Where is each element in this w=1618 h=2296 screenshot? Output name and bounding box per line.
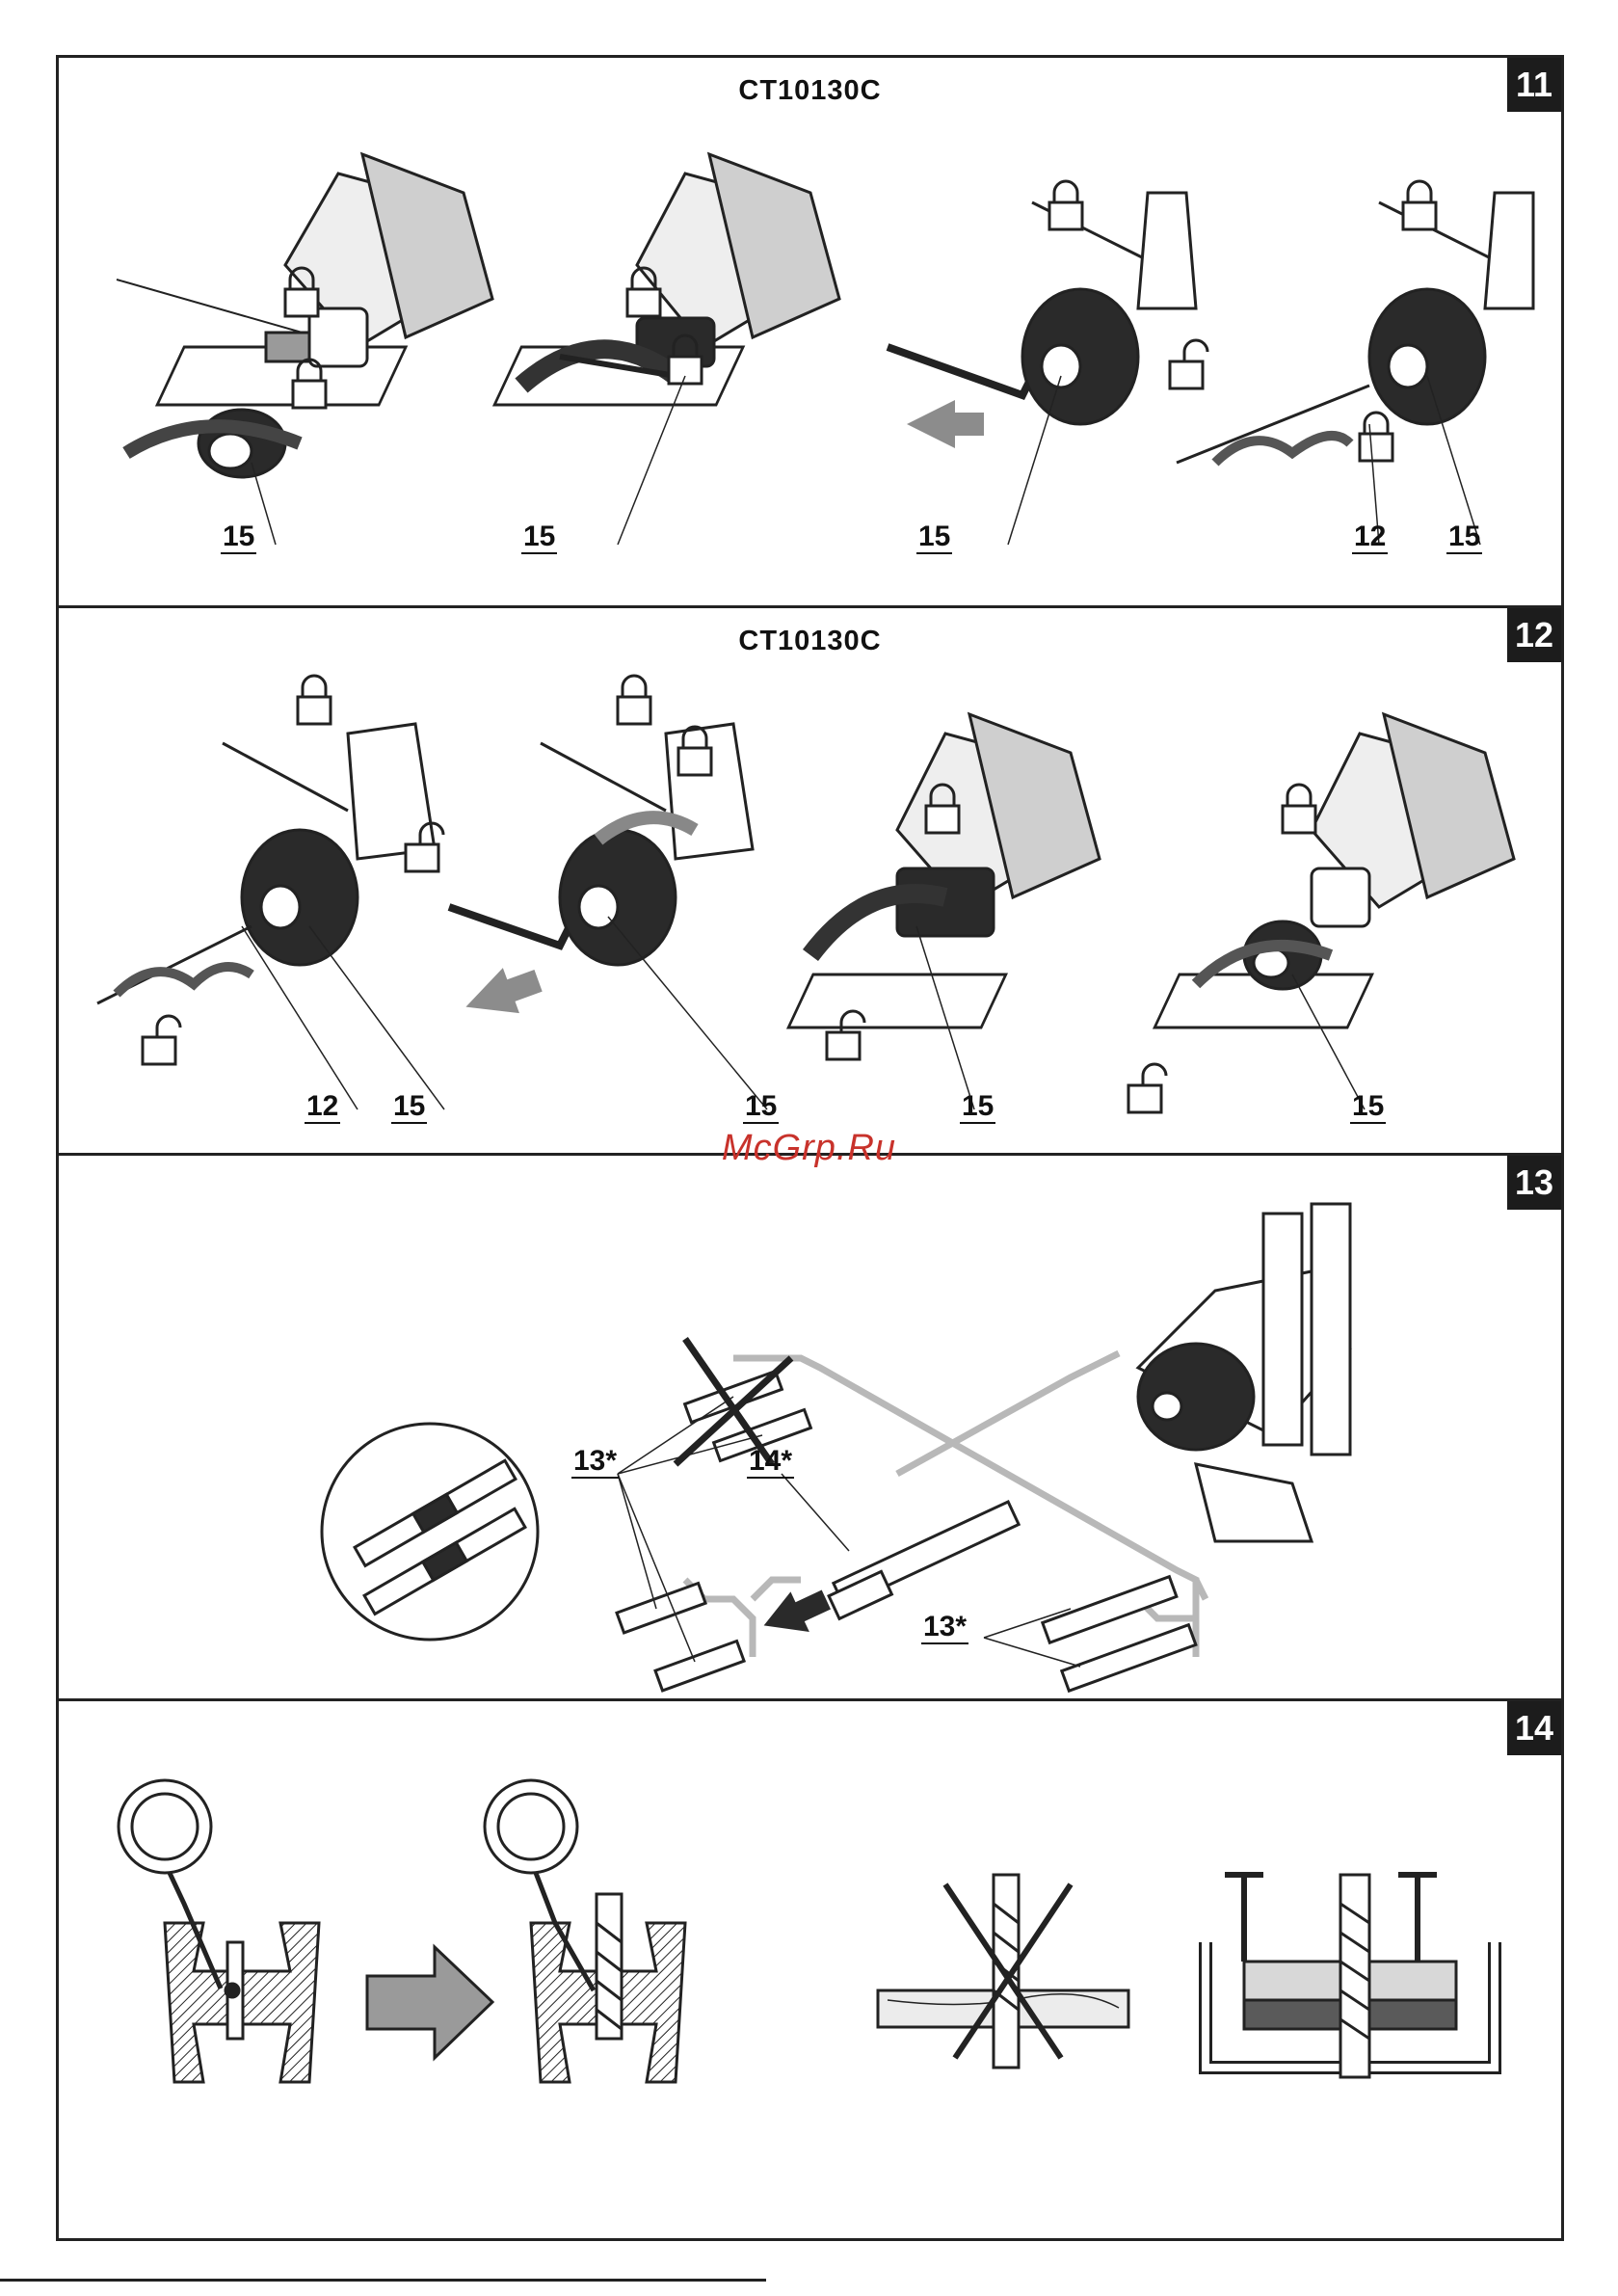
callout-label: 12 <box>305 1090 340 1123</box>
arrow-icon <box>458 958 546 1029</box>
chuck-installation-illustration <box>59 608 1561 1154</box>
arrow-icon <box>907 400 984 448</box>
drill-bit-icon <box>597 1894 622 2039</box>
padlock-closed-icon <box>298 676 331 724</box>
callout-label: 15 <box>391 1090 427 1123</box>
chuck-removal-illustration <box>59 58 1561 603</box>
drill-icon <box>1138 1204 1350 1541</box>
callout-label: 15 <box>1350 1090 1386 1123</box>
drilling-tips-illustration <box>59 1701 1561 2244</box>
screwdriver-bit-icon <box>1043 1577 1196 1692</box>
drill-icon <box>1154 714 1514 1028</box>
padlock-closed-icon <box>1403 181 1436 229</box>
drill-bit-icon <box>1340 1875 1369 2077</box>
callout-label: 13* <box>571 1445 619 1478</box>
padlock-open-icon <box>1128 1064 1166 1112</box>
callout-label: 15 <box>960 1090 995 1123</box>
padlock-open-icon <box>143 1016 180 1064</box>
callout-label: 14* <box>747 1445 794 1478</box>
drill-icon <box>117 154 492 405</box>
padlock-closed-icon <box>1360 413 1393 461</box>
drill-icon <box>494 154 839 405</box>
figure-11: 11 CT10130C <box>59 58 1561 605</box>
padlock-open-icon <box>1170 340 1207 388</box>
callout-label: 15 <box>521 521 557 553</box>
hex-key-icon <box>888 347 1032 395</box>
callout-label: 12 <box>1352 521 1388 553</box>
watermark: McGrp.Ru <box>0 1128 1618 1169</box>
figure-13: 13 <box>59 1153 1561 1698</box>
padlock-closed-icon <box>618 676 650 724</box>
callout-label: 15 <box>221 521 256 553</box>
footer-rule <box>0 2279 766 2282</box>
drill-icon <box>788 714 1100 1028</box>
callout-label: 15 <box>916 521 952 553</box>
callout-label: 15 <box>1446 521 1482 553</box>
callout-label: 13* <box>921 1611 968 1643</box>
padlock-closed-icon <box>1283 785 1315 833</box>
arrow-icon <box>756 1580 836 1648</box>
bit-holder-illustration <box>59 1156 1561 1698</box>
figure-14: 14 <box>59 1698 1561 2244</box>
hex-key-icon <box>449 907 570 946</box>
padlock-closed-icon <box>1049 181 1082 229</box>
figure-12: 12 CT10130C <box>59 605 1561 1153</box>
callout-label: 15 <box>743 1090 779 1123</box>
arrow-icon <box>367 1947 492 2058</box>
bit-holder <box>829 1502 1019 1618</box>
